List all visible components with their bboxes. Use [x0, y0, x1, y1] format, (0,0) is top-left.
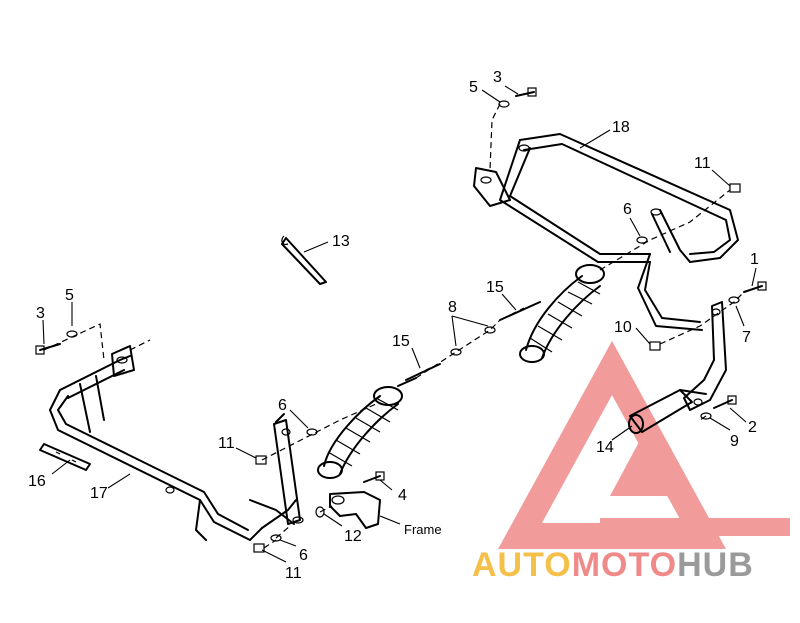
callout-15-right: 15: [486, 279, 504, 296]
watermark-moto: MOTO: [572, 546, 677, 584]
callout-8: 8: [448, 299, 457, 316]
right-guard-bar: [473, 133, 739, 331]
right-stud: [499, 301, 541, 321]
callout-10: 10: [614, 319, 632, 336]
callout-17: 17: [90, 485, 108, 502]
leader-lines: [42, 85, 757, 563]
right-mount-bracket: [683, 301, 727, 411]
watermark-logo: [498, 340, 790, 549]
callout-3-left: 3: [36, 305, 45, 322]
hardware: [35, 87, 767, 553]
callout-7: 7: [742, 329, 751, 346]
watermark-hub: HUB: [677, 546, 754, 584]
callout-6-bottom: 6: [299, 547, 308, 564]
cotter-pin: [281, 235, 327, 285]
callout-11-right: 11: [694, 155, 711, 172]
callout-18: 18: [612, 119, 630, 136]
frame-mount: [329, 491, 381, 529]
callout-15-left: 15: [392, 333, 410, 350]
watermark-wordmark: AUTOMOTOHUB: [472, 546, 754, 584]
callout-14: 14: [596, 439, 614, 456]
footpeg: [628, 389, 707, 434]
callout-13: 13: [332, 233, 350, 250]
frame-label: Frame: [404, 522, 442, 537]
callout-5-right: 5: [469, 79, 478, 96]
callout-11-left: 11: [218, 435, 235, 452]
callout-labels: 1 2 3 3 4 5 5 6 6 6 7 8 9 10 11 11 11 12…: [28, 69, 759, 582]
callout-3-right: 3: [493, 69, 502, 86]
left-mount-bracket: [273, 413, 304, 525]
watermark-auto: AUTO: [472, 546, 572, 584]
assembly-lines: [43, 103, 745, 549]
left-guard-bar: [49, 345, 297, 541]
svg-text:AUTOMOTOHUB: AUTOMOTOHUB: [472, 546, 754, 584]
left-shock: [317, 377, 417, 479]
callout-16: 16: [28, 473, 46, 490]
callout-4: 4: [398, 487, 407, 504]
callout-6-right: 6: [623, 201, 632, 218]
callout-12: 12: [344, 528, 362, 545]
callout-11-bottom: 11: [285, 565, 302, 582]
callout-1: 1: [750, 251, 759, 268]
callout-6-left: 6: [278, 397, 287, 414]
callout-2: 2: [748, 419, 757, 436]
callout-9: 9: [730, 433, 739, 450]
right-shock: [519, 264, 605, 363]
callout-5-left: 5: [65, 287, 74, 304]
